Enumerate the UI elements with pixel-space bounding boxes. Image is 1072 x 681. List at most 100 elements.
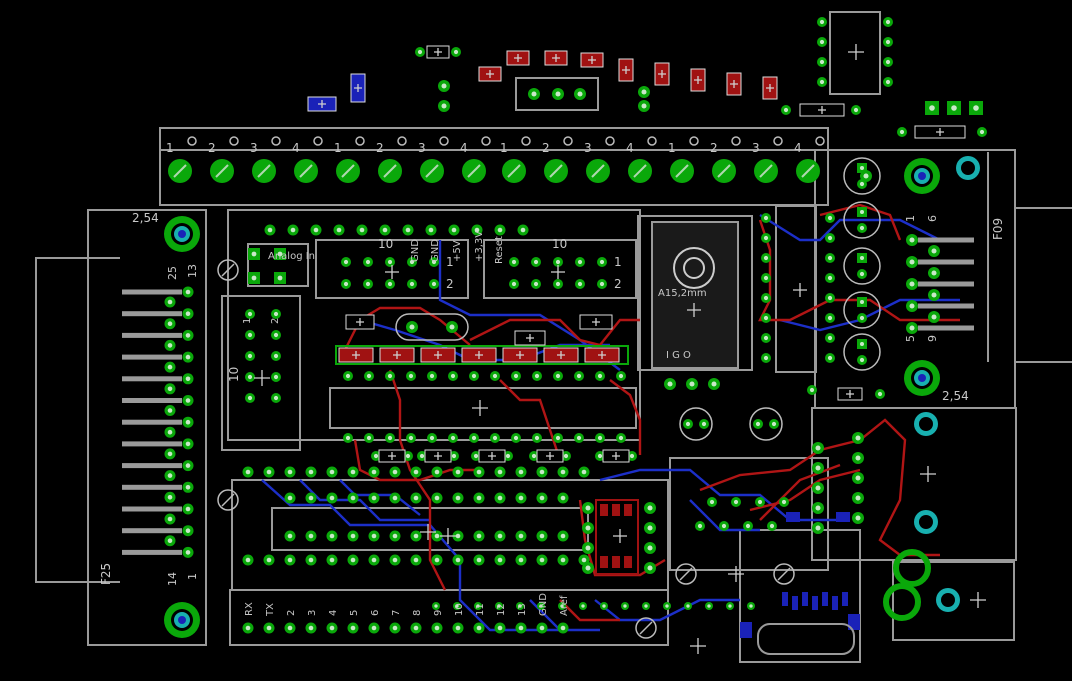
usb-shield-pad — [740, 622, 752, 638]
soic-pad — [600, 504, 608, 516]
pad-hole — [709, 499, 715, 505]
pad-hole — [539, 469, 545, 475]
pad-hole — [518, 625, 524, 631]
header-2a: 2 — [446, 277, 454, 291]
pad-hole — [329, 469, 335, 475]
pad-hole — [313, 227, 319, 233]
pad-hole — [497, 533, 503, 539]
pad-hole — [599, 281, 605, 287]
pad-hole — [365, 281, 371, 287]
pad-hole — [577, 259, 583, 265]
pad-hole — [618, 435, 624, 441]
pad-hole — [266, 469, 272, 475]
terminal-slot — [549, 164, 563, 178]
screw-slot — [679, 567, 693, 581]
pad-hole — [769, 523, 775, 529]
pad-hole — [855, 455, 861, 461]
teal-hole-bore — [919, 417, 933, 431]
origin-cross — [687, 303, 701, 317]
bottom-pin-label: 7 — [391, 610, 402, 616]
pad-hole — [531, 91, 537, 97]
pad-hole — [267, 227, 273, 233]
pad-hole — [783, 107, 789, 113]
pad-hole — [382, 227, 388, 233]
pad-hole — [647, 505, 653, 511]
origin-cross — [551, 265, 565, 279]
smd-origin — [388, 452, 396, 460]
pad-hole — [247, 395, 253, 401]
pad-hole — [827, 235, 833, 241]
pad-hole — [266, 557, 272, 563]
usb-smd-pad — [832, 596, 838, 610]
pad-hole — [585, 545, 591, 551]
terminal-mark — [605, 136, 615, 146]
pad-hole — [647, 545, 653, 551]
pad-hole — [701, 421, 707, 427]
terminal-slot — [467, 164, 481, 178]
smd-origin — [488, 452, 496, 460]
pad-hole — [560, 625, 566, 631]
header-10-label-c: 10 — [227, 367, 241, 382]
pad-hole — [860, 300, 864, 304]
pad-hole — [909, 281, 915, 287]
dsub9-finger — [918, 325, 974, 331]
pad-hole — [641, 103, 647, 109]
pad-hole — [860, 210, 864, 214]
pad-hole — [711, 381, 717, 387]
pad-hole — [497, 557, 503, 563]
smd-origin — [475, 351, 483, 359]
pad-hole — [405, 227, 411, 233]
soic-pad — [612, 556, 620, 568]
pad-hole — [455, 495, 461, 501]
pad-hole — [471, 373, 477, 379]
pad-hole — [533, 259, 539, 265]
pad-hole — [245, 557, 251, 563]
pad-hole — [290, 227, 296, 233]
dsub25-finger — [122, 463, 182, 469]
pad-hole — [308, 469, 314, 475]
terminal-number: 1 — [500, 141, 508, 155]
pad-hole — [859, 271, 865, 277]
pad-hole — [308, 495, 314, 501]
pad-hole — [476, 557, 482, 563]
pad-hole — [815, 445, 821, 451]
pad-hole — [392, 557, 398, 563]
electrolytic-cap — [843, 157, 881, 195]
usb-smd-pad — [822, 592, 828, 606]
electrolytic-cap — [843, 333, 881, 371]
smd-origin — [552, 54, 560, 62]
pad-hole — [577, 91, 583, 97]
hole-label-right: 2,54 — [942, 389, 969, 403]
screw-hole — [675, 563, 697, 585]
pad-hole — [273, 395, 279, 401]
pad-hole — [434, 625, 440, 631]
origin-cross — [793, 283, 807, 297]
pad-hole — [185, 419, 191, 425]
dsub25-finger — [122, 311, 182, 317]
pad-hole — [167, 364, 173, 370]
pad-hole — [827, 275, 833, 281]
terminal-slot — [383, 164, 397, 178]
pad-hole — [441, 83, 447, 89]
pad-hole — [511, 281, 517, 287]
terminal-number: 3 — [584, 141, 592, 155]
origin-cross — [472, 400, 488, 416]
pad-hole — [859, 181, 865, 187]
pad-hole — [371, 533, 377, 539]
mount-hole-via — [178, 616, 186, 624]
f09-pin-6: 6 — [926, 215, 939, 222]
origin-cross — [728, 566, 744, 582]
screw-hole — [635, 617, 657, 639]
pad-hole — [287, 557, 293, 563]
pad-hole — [409, 281, 415, 287]
conn-label-right: F09 — [991, 218, 1005, 240]
pad-hole — [428, 227, 434, 233]
pad-hole — [560, 604, 564, 608]
pad-hole — [434, 469, 440, 475]
header-1a: 1 — [446, 255, 454, 269]
pad-hole — [409, 324, 415, 330]
pad-hole — [392, 533, 398, 539]
pad-hole — [641, 89, 647, 95]
pad-hole — [185, 333, 191, 338]
